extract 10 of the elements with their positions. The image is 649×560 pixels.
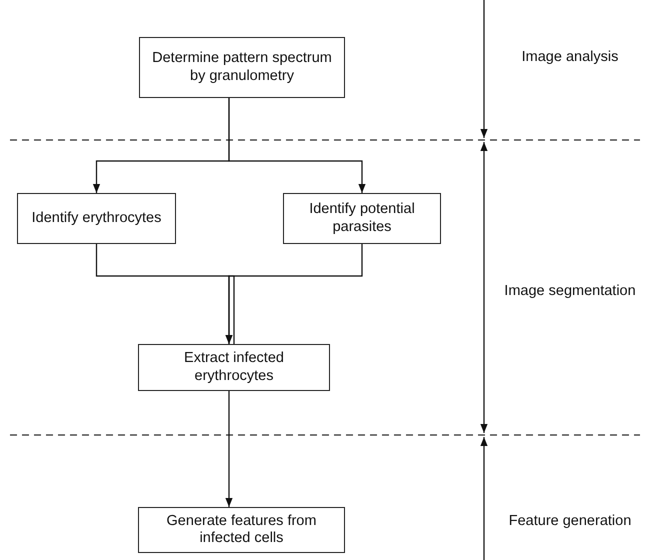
arrow xyxy=(228,98,366,193)
process-box: Generate features from infected cells xyxy=(138,507,345,553)
section-label: Image segmentation xyxy=(503,283,637,300)
section-label: Feature generation xyxy=(508,513,632,530)
arrow xyxy=(225,244,363,344)
process-box: Identify erythrocytes xyxy=(17,193,176,244)
process-box: Identify potential parasites xyxy=(283,193,441,244)
process-box: Determine pattern spectrum by granulometry xyxy=(139,37,345,98)
process-box: Extract infected erythrocytes xyxy=(138,344,330,391)
section-label: Image analysis xyxy=(520,49,620,66)
